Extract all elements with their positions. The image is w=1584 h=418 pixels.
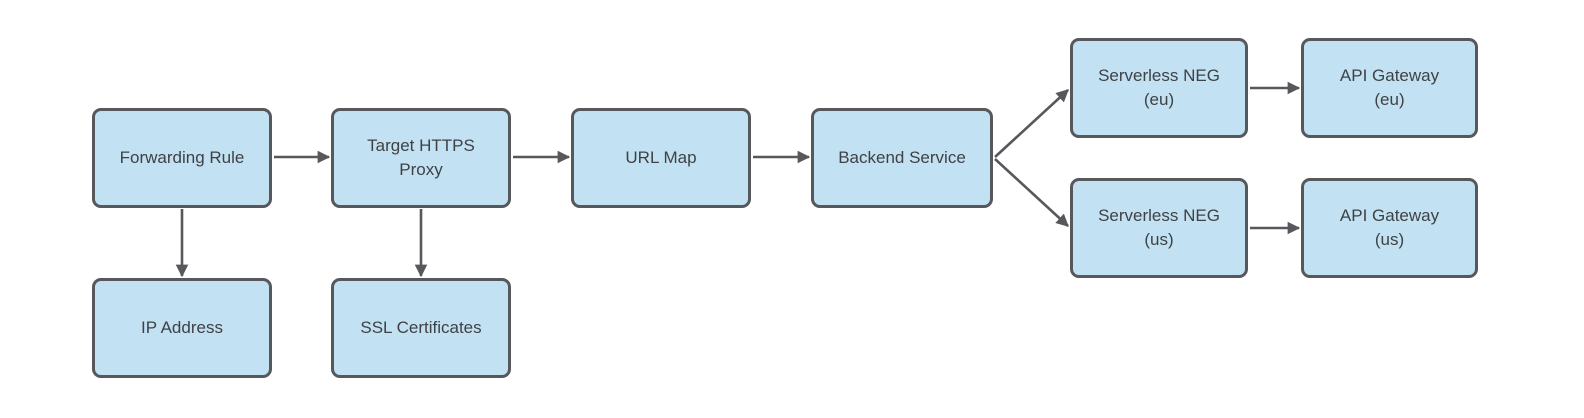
node-label: (eu) [1143, 90, 1175, 109]
node-forwarding-rule: Forwarding Rule [92, 108, 272, 208]
node-target-https-proxy: Target HTTPS Proxy [331, 108, 511, 208]
node-label: SSL Certificates [360, 318, 482, 337]
arrow-backend-service-to-serverless-neg-eu [994, 89, 1068, 158]
node-label: Target HTTPS [367, 136, 475, 155]
node-ip-address: IP Address [92, 278, 272, 378]
node-ssl-certificates: SSL Certificates [331, 278, 511, 378]
node-serverless-neg-us: Serverless NEG (us) [1070, 178, 1248, 278]
node-label: (us) [1144, 230, 1174, 249]
node-api-gateway-us: API Gateway (us) [1301, 178, 1478, 278]
node-label: API Gateway [1339, 66, 1440, 85]
node-label: Serverless NEG [1098, 206, 1220, 225]
node-backend-service: Backend Service [811, 108, 993, 208]
node-serverless-neg-eu: Serverless NEG (eu) [1070, 38, 1248, 138]
node-url-map: URL Map [571, 108, 751, 208]
node-label: Proxy [399, 160, 443, 179]
node-label: Backend Service [838, 148, 966, 167]
node-label: (us) [1374, 230, 1405, 249]
node-label: API Gateway [1339, 206, 1440, 225]
node-label: IP Address [141, 318, 223, 337]
node-label: (eu) [1374, 90, 1405, 109]
node-label: Serverless NEG [1098, 66, 1220, 85]
node-label: URL Map [625, 148, 697, 167]
arrow-backend-service-to-serverless-neg-us [994, 158, 1068, 227]
node-label: Forwarding Rule [119, 148, 245, 167]
node-api-gateway-eu: API Gateway (eu) [1301, 38, 1478, 138]
